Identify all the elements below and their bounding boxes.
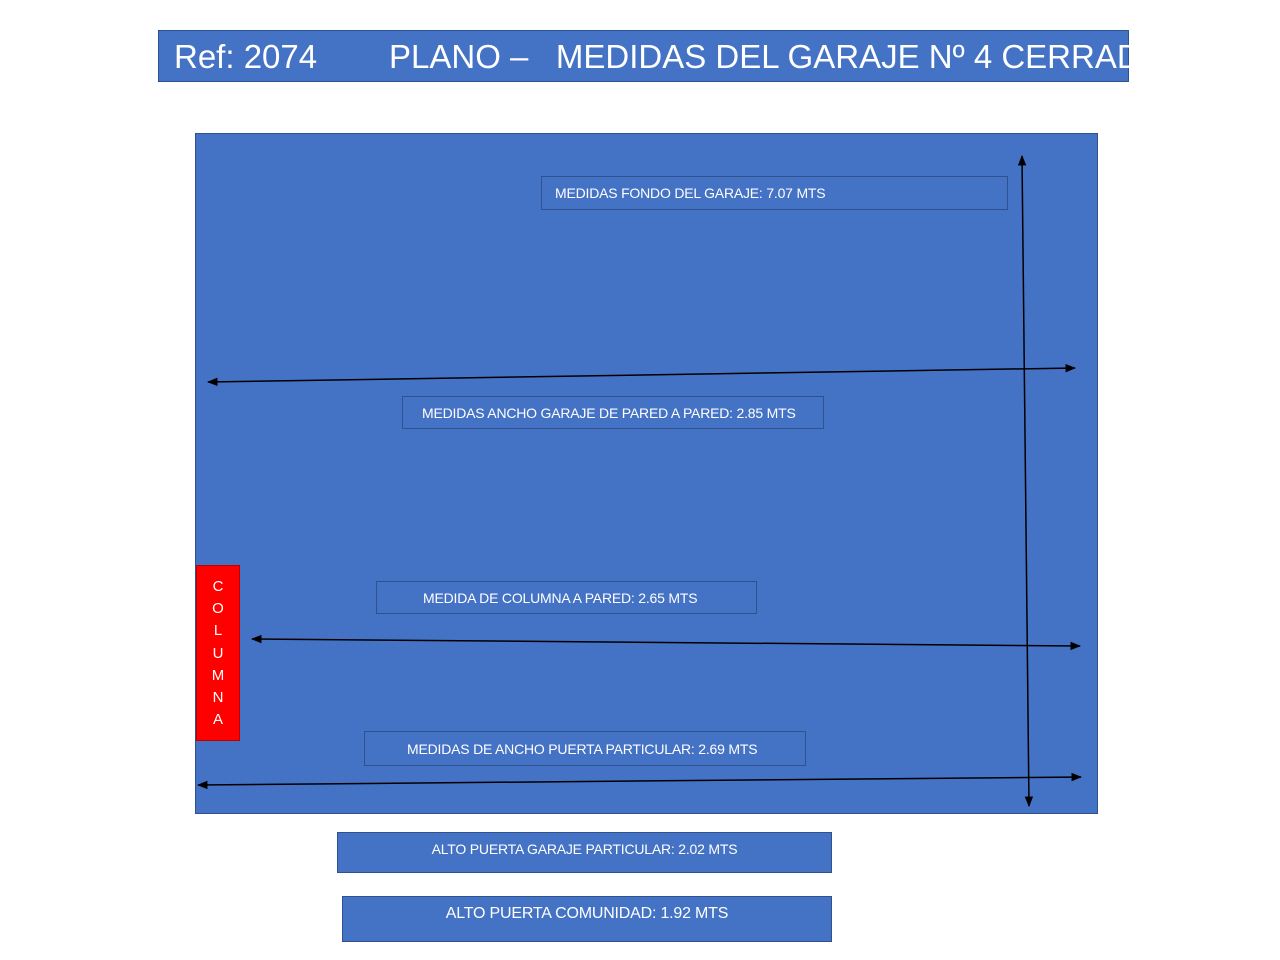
community-door-height-box: ALTO PUERTA COMUNIDAD: 1.92 MTS <box>342 896 832 942</box>
column-letter: U <box>212 644 224 662</box>
column-letter: A <box>212 710 223 728</box>
column-letter: N <box>212 688 224 706</box>
column-to-wall-label: MEDIDA DE COLUMNA A PARED: 2.65 MTS <box>376 581 757 614</box>
garage-floor-plan <box>195 133 1098 814</box>
community-door-height-label: ALTO PUERTA COMUNIDAD: 1.92 MTS <box>445 905 729 922</box>
column-letter: L <box>213 622 223 640</box>
door-width-label: MEDIDAS DE ANCHO PUERTA PARTICULAR: 2.69… <box>364 731 806 766</box>
page-header: Ref: 2074 PLANO – MEDIDAS DEL GARAJE Nº … <box>158 30 1166 82</box>
garage-door-height-label: ALTO PUERTA GARAJE PARTICULAR: 2.02 MTS <box>431 840 738 857</box>
column-block: C O L U M N A <box>196 565 240 741</box>
column-letter: M <box>211 666 225 684</box>
reference-number: Ref: 2074 <box>174 38 318 75</box>
wall-to-wall-width-label: MEDIDAS ANCHO GARAJE DE PARED A PARED: 2… <box>402 396 824 429</box>
garage-door-height-box: ALTO PUERTA GARAJE PARTICULAR: 2.02 MTS <box>337 832 832 873</box>
page-title: PLANO – MEDIDAS DEL GARAJE Nº 4 CERRADO <box>389 38 1167 75</box>
column-letter: C <box>212 578 224 596</box>
column-letter: O <box>212 600 224 618</box>
depth-label: MEDIDAS FONDO DEL GARAJE: 7.07 MTS <box>541 176 1008 210</box>
